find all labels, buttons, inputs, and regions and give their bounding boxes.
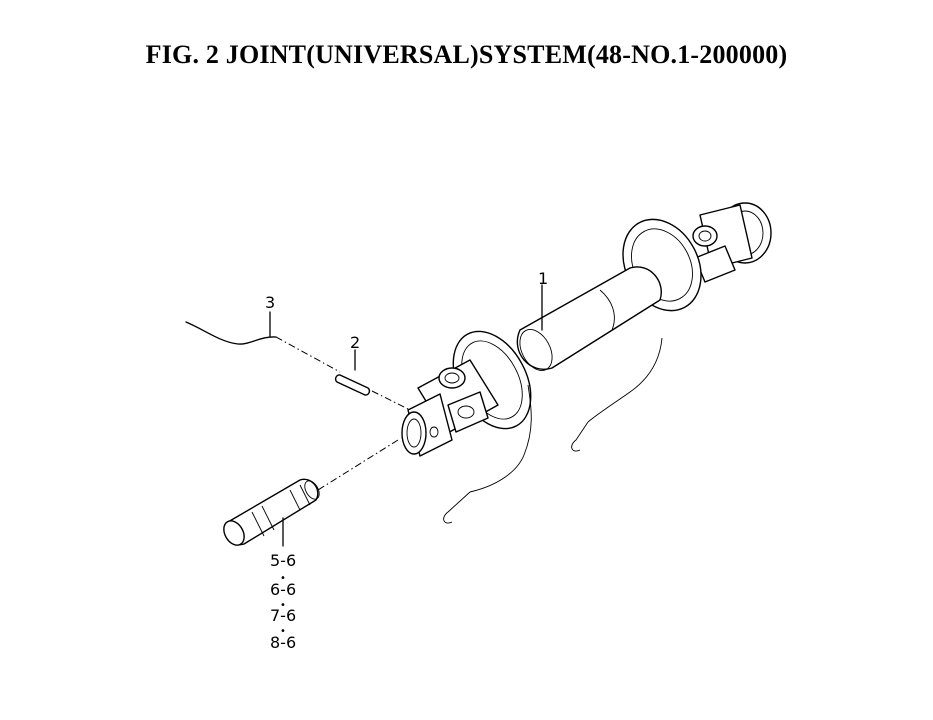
callout-2: 2 xyxy=(350,333,360,352)
callout-separator-3: • xyxy=(280,626,286,637)
centerline-lower xyxy=(317,439,399,491)
part-5-8-splined-shaft xyxy=(223,478,320,547)
callout-separator-2: • xyxy=(280,600,286,611)
callout-6-6: 6-6 xyxy=(270,580,296,599)
safety-chain-far xyxy=(587,337,663,423)
part-3-wire xyxy=(185,311,277,345)
callout-3: 3 xyxy=(265,293,275,312)
callout-5-6: 5-6 xyxy=(270,551,296,570)
callout-7-6: 7-6 xyxy=(270,606,296,625)
part-2-pin xyxy=(334,349,371,396)
safety-chain-near xyxy=(469,384,532,493)
part-1-drive-shaft xyxy=(401,202,772,524)
figure-title: FIG. 2 JOINT(UNIVERSAL)SYSTEM(48-NO.1-20… xyxy=(145,40,788,69)
centerline-upper xyxy=(275,336,419,415)
callout-8-6: 8-6 xyxy=(270,633,296,652)
callout-1: 1 xyxy=(538,269,548,288)
callout-separator-1: • xyxy=(280,573,286,584)
